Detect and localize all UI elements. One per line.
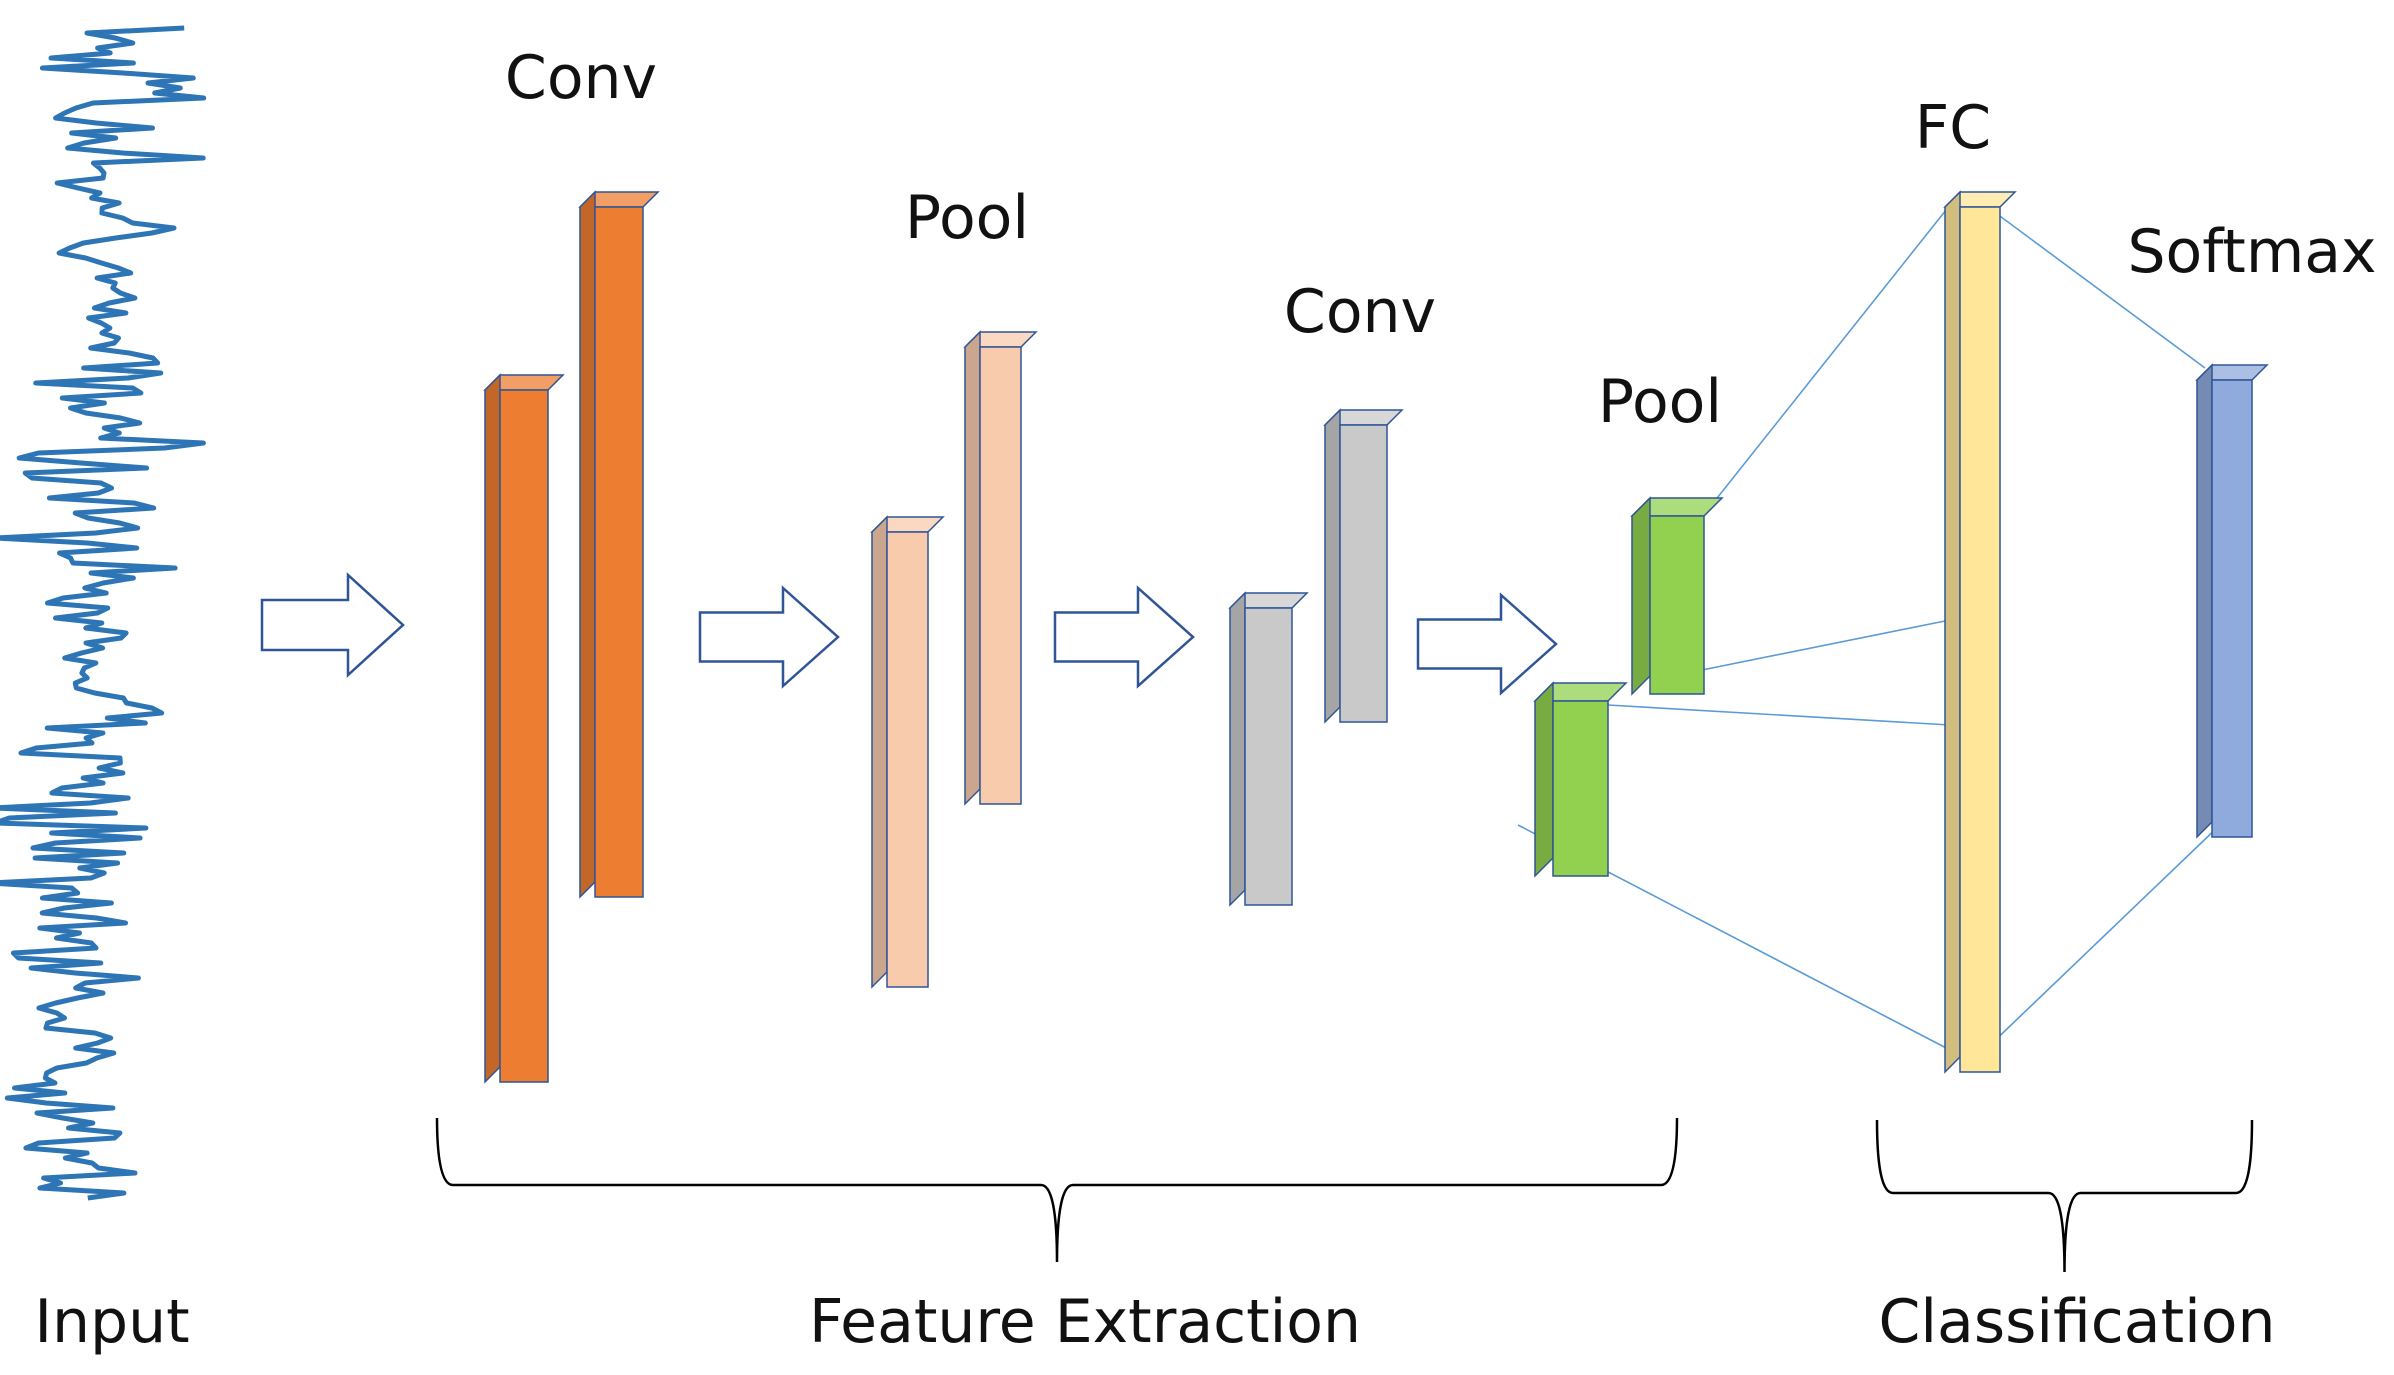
softmax-label: Softmax bbox=[2127, 217, 2377, 287]
conv1-block-b bbox=[578, 190, 660, 899]
conv2-block-a-side bbox=[1229, 591, 1246, 907]
input-signal-waveform bbox=[0, 25, 207, 1201]
pool2-block-b-side bbox=[1631, 496, 1651, 696]
conv1-block-a-front bbox=[499, 389, 549, 1083]
pool2-block-b bbox=[1630, 496, 1724, 696]
pool1-block-a-front bbox=[886, 531, 929, 988]
conv2-block-b-side bbox=[1324, 408, 1341, 724]
conv1-block-b-side bbox=[579, 190, 596, 899]
fc-block bbox=[1943, 190, 2017, 1074]
softmax-block-side bbox=[2196, 363, 2213, 839]
pool1-block-a bbox=[870, 515, 945, 989]
pool1-block-a-side bbox=[871, 515, 888, 989]
conv1-block-a-side bbox=[484, 373, 501, 1084]
connection-line-1 bbox=[1701, 204, 1951, 518]
input-label: Input bbox=[34, 1287, 190, 1357]
connection-line-3 bbox=[1607, 704, 1951, 726]
classification-brace bbox=[1875, 1119, 2254, 1273]
softmax-block-front bbox=[2211, 379, 2253, 838]
pool1-block-b-side bbox=[964, 330, 981, 806]
fc-label: FC bbox=[1914, 93, 1992, 163]
flow-arrow-2 bbox=[698, 585, 840, 689]
input-signal-line bbox=[0, 25, 207, 1201]
classification-label: Classification bbox=[1878, 1287, 2276, 1357]
conv2-block-b-front bbox=[1339, 424, 1388, 723]
flow-arrow-3 bbox=[1053, 585, 1195, 689]
conv2-block-a bbox=[1228, 591, 1309, 907]
fc-connection-lines bbox=[1517, 204, 2223, 1051]
pool2-label: Pool bbox=[1597, 367, 1723, 437]
pool2-block-a bbox=[1533, 681, 1628, 878]
conv2-block-b bbox=[1323, 408, 1404, 724]
fc-block-front bbox=[1959, 206, 2001, 1073]
pool1-block-b bbox=[963, 330, 1038, 806]
conv1-block-a bbox=[483, 373, 565, 1084]
pool2-block-a-front bbox=[1552, 700, 1609, 877]
flow-arrows bbox=[260, 572, 1558, 696]
conv2-block-a-front bbox=[1244, 607, 1293, 906]
layer-blocks bbox=[483, 190, 2269, 1084]
connection-line-5 bbox=[1984, 204, 2206, 369]
connection-line-2 bbox=[1701, 619, 1951, 671]
pool2-block-b-front bbox=[1649, 515, 1705, 695]
fc-block-side bbox=[1944, 190, 1961, 1074]
connection-line-6 bbox=[1984, 822, 2223, 1051]
conv1-block-b-front bbox=[594, 206, 644, 898]
pool2-block-a-side bbox=[1534, 681, 1554, 878]
section-braces bbox=[435, 1117, 2254, 1273]
pool1-label: Pool bbox=[904, 183, 1030, 253]
flow-arrow-4 bbox=[1416, 592, 1558, 696]
pool1-block-b-front bbox=[979, 346, 1022, 805]
softmax-block bbox=[2195, 363, 2269, 839]
feature-extraction-brace bbox=[435, 1117, 1679, 1263]
flow-arrow-1 bbox=[260, 572, 405, 678]
conv1-label: Conv bbox=[504, 43, 658, 113]
feature-extraction-label: Feature Extraction bbox=[808, 1287, 1362, 1357]
conv2-label: Conv bbox=[1283, 277, 1437, 347]
